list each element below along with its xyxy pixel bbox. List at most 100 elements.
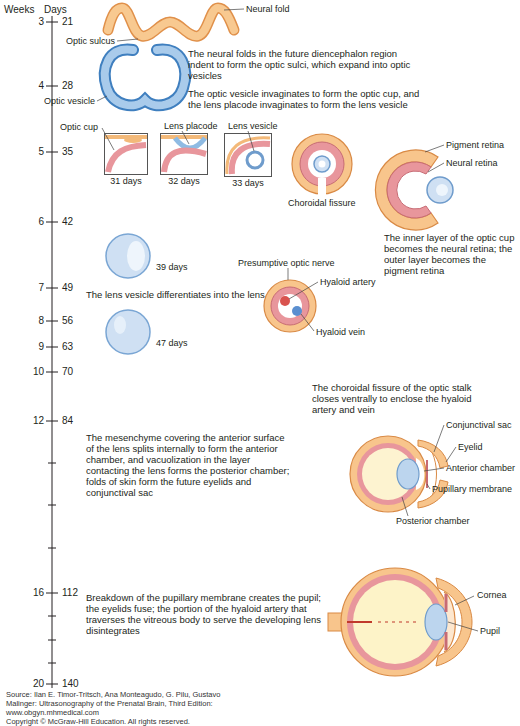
- part-label: Anterior chamber: [446, 463, 515, 473]
- day-number: 35: [62, 146, 73, 158]
- week-number: 12: [14, 415, 44, 427]
- part-label: Pupillary membrane: [432, 484, 512, 494]
- part-label: Posterior chamber: [396, 516, 470, 526]
- part-label: Neural retina: [446, 158, 498, 168]
- part-label: Optic vesicle: [44, 96, 95, 106]
- tick: [46, 347, 58, 348]
- tick: [46, 288, 58, 289]
- tick: [46, 593, 58, 594]
- inset-box: 32 days: [160, 133, 208, 175]
- week-number: 20: [14, 678, 44, 690]
- part-label: Hyaloid artery: [320, 277, 376, 287]
- part-label: Lens placode: [164, 121, 218, 131]
- hyaloid-artery: [347, 621, 372, 623]
- caption: The inner layer of the optic cup becomes…: [384, 232, 518, 276]
- part-label: Pigment retina: [446, 140, 504, 150]
- timeline-axis: [52, 16, 53, 688]
- caption: The mesenchyme covering the anterior sur…: [86, 432, 294, 498]
- part-label: Cornea: [477, 590, 507, 600]
- lens-vesicle: [427, 177, 453, 203]
- leader-line: [288, 268, 289, 280]
- day-number: 63: [62, 341, 73, 353]
- optic-stalk-inner: [271, 287, 309, 325]
- day-number: 56: [62, 315, 73, 327]
- iris: [445, 632, 448, 650]
- lens-highlight: [114, 316, 126, 334]
- part-label: Optic cup: [60, 122, 98, 132]
- axis-title: Days: [44, 4, 67, 16]
- part-label: Eyelid: [458, 442, 483, 452]
- tick: [46, 22, 58, 23]
- source-note: Source: Ilan E. Timor-Tritsch, Ana Monte…: [6, 690, 240, 717]
- day-number: 70: [62, 366, 73, 378]
- stage-label: 32 days: [149, 176, 219, 186]
- part-label: Pupil: [480, 626, 500, 636]
- day-number: 49: [62, 282, 73, 294]
- leader-line: [224, 9, 244, 10]
- day-number: 42: [62, 216, 73, 228]
- part-label: Lens vesicle: [228, 121, 278, 131]
- inset-box: 31 days: [104, 133, 148, 175]
- fused-eyelids: [436, 578, 472, 666]
- tick: [46, 421, 58, 422]
- age-label: 39 days: [156, 262, 188, 272]
- caption: The lens vesicle differentiates into the…: [86, 289, 278, 300]
- tick: [48, 505, 56, 506]
- axis-title: Weeks: [4, 4, 34, 16]
- day-number: 21: [62, 16, 73, 28]
- hyaloid-artery: [280, 296, 290, 306]
- part-label: Optic sulcus: [66, 36, 115, 46]
- lens: [425, 604, 447, 640]
- leader-line: [117, 39, 138, 41]
- copyright-note: Copyright © McGraw-Hill Education. All r…: [6, 717, 190, 726]
- neural-fold: [108, 8, 234, 36]
- lens-vesicle: [247, 152, 263, 168]
- pigment-layer: [227, 138, 270, 174]
- stage-label: 33 days: [213, 178, 283, 188]
- tick: [48, 640, 56, 641]
- leader-line: [428, 163, 444, 172]
- tick: [46, 222, 58, 223]
- day-number: 28: [62, 80, 73, 92]
- timeline: [46, 16, 58, 688]
- eye-wall: [341, 568, 449, 676]
- choroidal-fissure: [318, 178, 326, 196]
- week-number: 10: [14, 366, 44, 378]
- leader-line: [97, 96, 107, 101]
- lens-47-days: [106, 310, 150, 354]
- pupillary-membrane: [426, 460, 428, 488]
- leader-line: [289, 282, 318, 299]
- leader-line: [446, 447, 456, 462]
- cup-cavity: [308, 150, 336, 178]
- day-number: 140: [62, 678, 79, 690]
- tick: [48, 663, 56, 664]
- leader-line: [425, 145, 444, 152]
- tick: [48, 548, 56, 549]
- leader-line: [402, 497, 408, 516]
- week-number: 8: [14, 315, 44, 327]
- neural-fold-outline: [108, 8, 234, 36]
- part-label: Hyaloid vein: [316, 327, 365, 337]
- lens-placode: [175, 138, 205, 148]
- leader-line: [248, 131, 254, 151]
- tick: [48, 463, 56, 464]
- retina: [357, 443, 419, 505]
- leader-line: [301, 314, 314, 331]
- week-number: 5: [14, 146, 44, 158]
- stalk-lumen: [278, 294, 302, 318]
- optic-cup: [232, 144, 270, 174]
- tick: [46, 152, 58, 153]
- neural-retina: [387, 162, 431, 218]
- hyaloid-vein: [292, 306, 302, 316]
- tick: [46, 684, 58, 685]
- leader-line: [448, 622, 478, 631]
- optic-vesicle: [105, 50, 185, 106]
- leader-line: [424, 468, 444, 471]
- tick: [48, 616, 56, 617]
- lens-cavity: [436, 184, 448, 196]
- iris: [445, 594, 448, 612]
- lens: [397, 459, 419, 489]
- part-label: Conjunctival sac: [446, 420, 512, 430]
- tick: [46, 372, 58, 373]
